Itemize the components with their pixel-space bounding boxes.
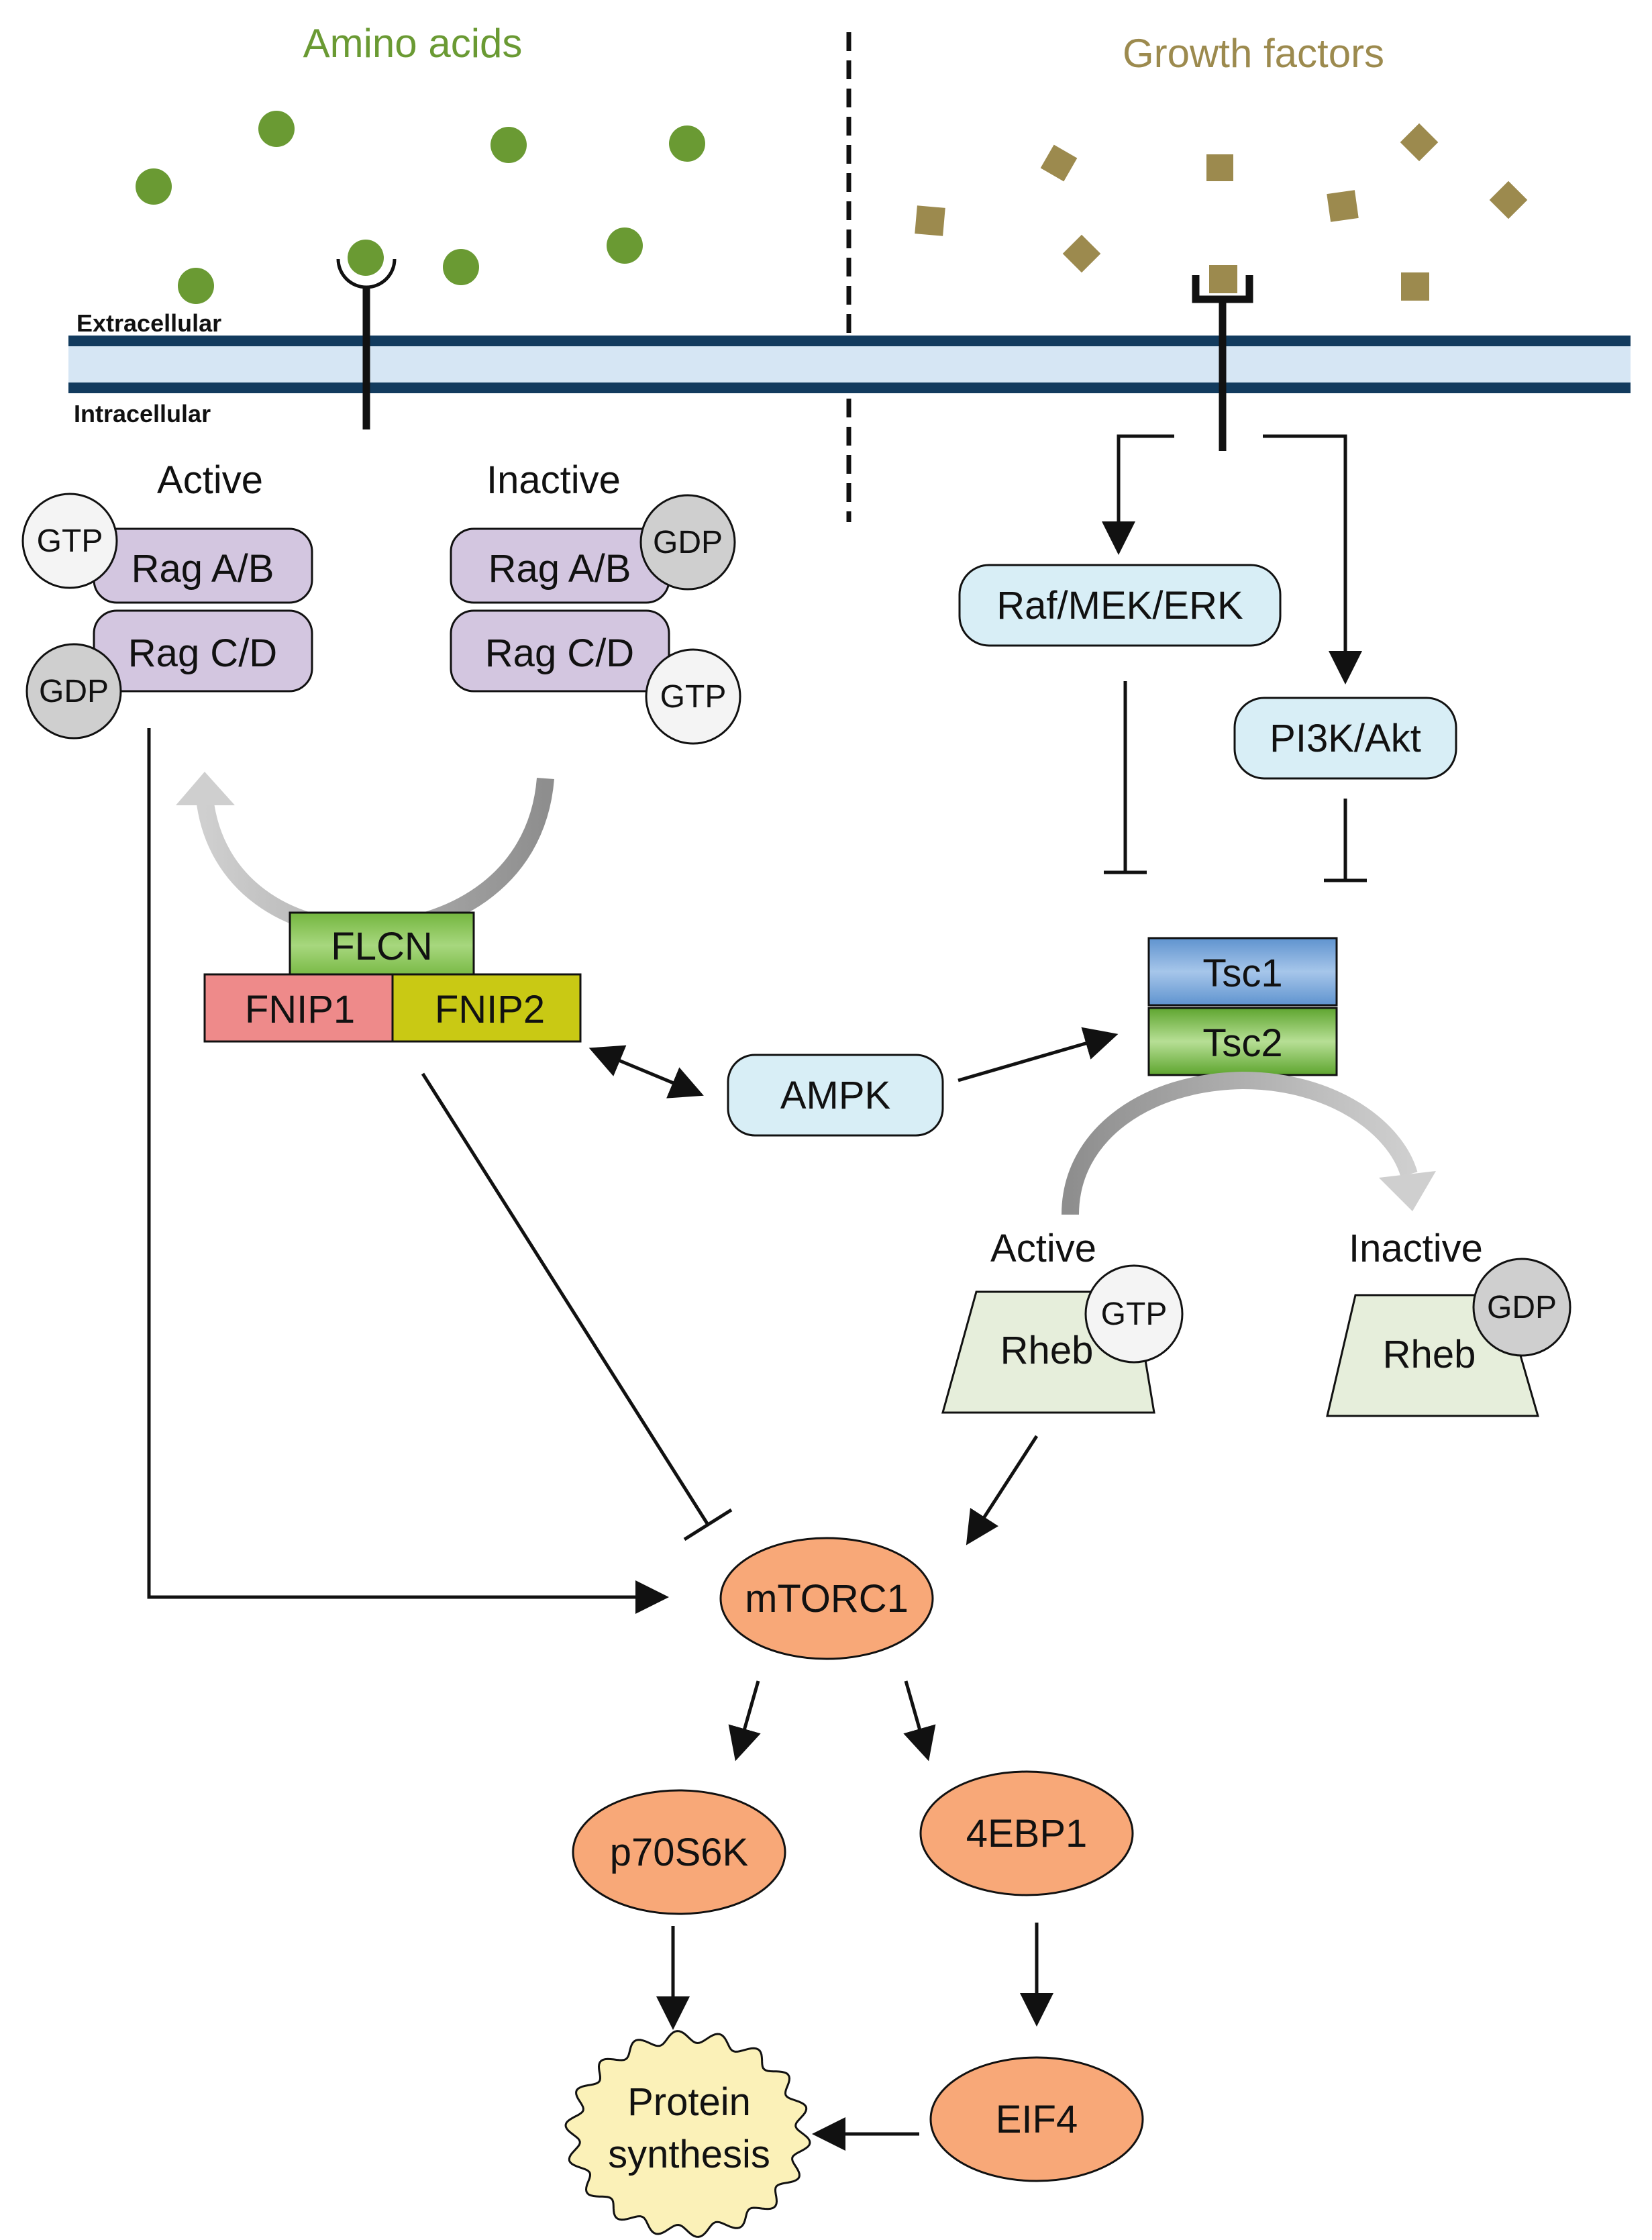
gdp-label: GDP [1487,1290,1557,1325]
arrow-rheb-to-mtorc1 [966,1435,1039,1545]
pi3k-akt-label: PI3K/Akt [1270,717,1421,760]
p70s6k-label: p70S6K [610,1831,749,1874]
inhibition-pi3k-to-tsc [1324,799,1367,882]
growth-factor-receptor [1192,275,1253,451]
growth-factor-particle [1489,181,1528,219]
rag-ab-active-label: Rag A/B [132,547,274,591]
tsc1-box [1147,937,1338,1007]
amino-acid-particle [178,268,214,304]
amino-acid-particle [348,240,384,276]
pi3k-akt-node [1233,697,1457,780]
flcn-fnip-complex: FLCN FNIP1 FNIP2 [203,911,582,1043]
rag-cd-inactive-label: Rag C/D [485,631,634,675]
gtp-label: GTP [37,523,103,559]
gtp-label: GTP [660,679,727,715]
amino-acids-label: Amino acids [303,21,523,66]
ampk-label: AMPK [780,1074,891,1117]
arrow-receptor-to-pi3k [1263,434,1362,684]
inhibition-flcn-to-mtorc1 [421,1072,733,1541]
rheb-inactive-label: Rheb [1383,1333,1476,1376]
rheb-active-label: Rheb [1000,1329,1094,1372]
amino-acid-receptor [336,258,397,429]
growth-factor-particle [1400,123,1439,162]
raf-mek-erk-node [958,564,1282,647]
rheb-inactive: Rheb GDP [1326,1258,1571,1417]
eif4-node [929,2056,1144,2182]
flcn-gap-curved-arrow [176,772,554,939]
arrow-ampk-to-tsc [958,1027,1119,1082]
protein-synthesis-line1: Protein [627,2080,751,2124]
amino-acid-particle [136,168,172,205]
inhibition-raf-to-tsc [1104,681,1147,874]
arrow-mtorc1-to-p70s6k [728,1680,761,1762]
arrow-rag-to-mtorc1 [147,728,669,1614]
amino-acid-particle [443,249,479,285]
rheb-active: Rheb GTP [941,1264,1184,1414]
rag-cd-active-label: Rag C/D [128,631,277,675]
amino-acid-particles [136,111,705,304]
membrane-lumen [68,342,1631,389]
rag-inactive-complex: Rag A/B Rag C/D GDP GTP [450,494,741,745]
growth-factor-particle [1040,144,1078,182]
gdp-circle [25,643,122,740]
rag-cd-inactive [450,609,670,693]
growth-factors-label: Growth factors [1123,31,1384,76]
rag-ab-inactive-label: Rag A/B [488,547,631,591]
growth-factor-particles [915,123,1528,301]
tsc2-label: Tsc2 [1202,1021,1282,1065]
growth-factor-particle [1209,265,1237,293]
extracellular-label: Extracellular [76,309,221,337]
gtp-circle [645,648,741,745]
rag-active-state-label: Active [157,458,263,502]
gdp-label: GDP [39,674,109,709]
growth-factor-particle [1206,154,1233,181]
fnip2-box [391,973,582,1043]
intracellular-label: Intracellular [74,400,211,427]
4ebp1-node [919,1770,1134,1896]
amino-acid-particle [258,111,295,147]
mtorc1-node [719,1537,934,1660]
growth-factor-particle [1062,234,1101,273]
tsc1-label: Tsc1 [1202,952,1282,995]
fnip1-label: FNIP1 [245,988,355,1031]
4ebp1-label: 4EBP1 [966,1812,1088,1855]
gtp-label: GTP [1101,1296,1168,1332]
growth-factor-particle [1327,190,1359,222]
gdp-label: GDP [653,525,723,560]
protein-synthesis-node [564,2030,811,2238]
arrow-mtorc1-to-4ebp1 [903,1680,936,1762]
growth-factor-particle [1401,272,1429,301]
arrow-flcn-ampk [588,1045,704,1099]
rag-active-complex: Rag A/B Rag C/D GTP GDP [21,493,313,740]
membrane-inner-layer [68,383,1631,393]
mtorc1-label: mTORC1 [745,1577,909,1621]
membrane-outer-layer [68,336,1631,346]
raf-mek-erk-label: Raf/MEK/ERK [996,584,1243,627]
fnip1-box [203,973,394,1043]
ampk-node [727,1054,944,1137]
gtp-circle [21,493,118,589]
gdp-circle [1472,1258,1571,1357]
protein-synthesis-line2: synthesis [608,2133,770,2176]
amino-acid-particle [669,125,705,162]
amino-acid-particle [491,127,527,163]
gtp-circle [1084,1264,1184,1364]
rag-inactive-state-label: Inactive [486,458,621,502]
tsc2-box [1147,1007,1338,1076]
gdp-circle [639,494,736,591]
rheb-inactive-state-label: Inactive [1349,1227,1483,1270]
growth-factor-particle [915,205,945,236]
eif4-label: EIF4 [996,2098,1078,2141]
tsc-gap-curved-arrow [1062,1071,1436,1215]
amino-acid-particle [607,227,643,264]
p70s6k-node [572,1789,786,1915]
arrow-receptor-to-raf [1102,434,1174,555]
fnip2-label: FNIP2 [435,988,545,1031]
rheb-active-state-label: Active [990,1227,1096,1270]
flcn-label: FLCN [331,925,432,968]
